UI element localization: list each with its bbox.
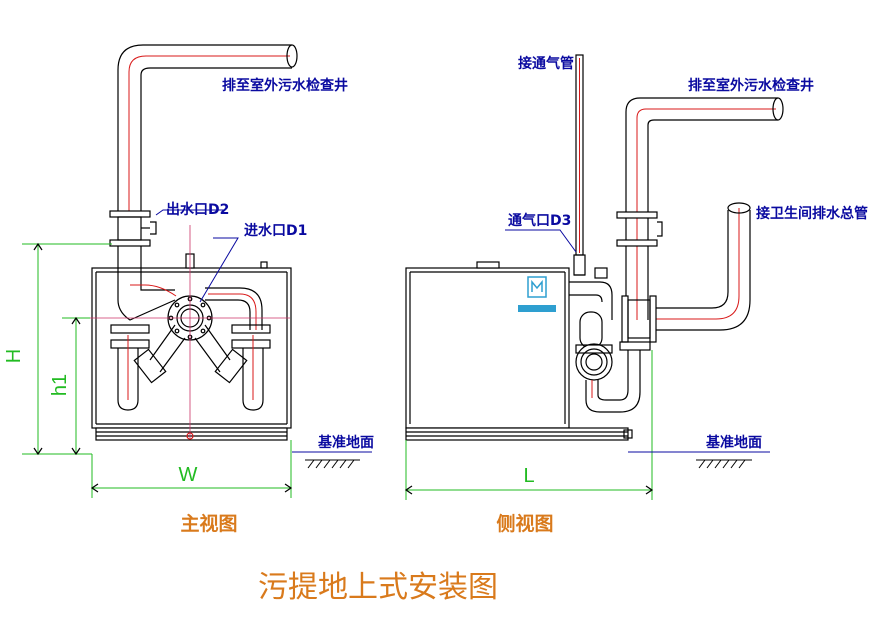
dim-width-label: W (179, 464, 198, 486)
dim-height-label: H (3, 349, 25, 363)
side-outlet-pipe (616, 97, 784, 320)
brand-logo (518, 276, 556, 312)
front-dimension-arrows (33, 242, 293, 493)
side-view-caption: 侧视图 (496, 512, 553, 535)
side-drain-inlet (621, 202, 751, 343)
side-base (405, 427, 629, 441)
side-dimension-arrows (404, 485, 654, 495)
front-view (91, 44, 298, 441)
dim-h1-label: h1 (49, 374, 71, 396)
side-vent-pipe (573, 54, 608, 279)
front-ground (292, 451, 372, 469)
side-pump (569, 281, 651, 413)
side-view (405, 54, 784, 441)
side-leaders (505, 229, 577, 253)
drawing-title: 污提地上式安装图 (258, 570, 498, 605)
front-ground-label: 基准地面 (318, 434, 374, 451)
dim-length-label: L (523, 465, 534, 487)
side-ground (628, 451, 770, 469)
front-inlet-label: 进水口D1 (244, 222, 307, 239)
front-leaders (155, 209, 239, 303)
front-outlet-pipe (109, 44, 298, 268)
side-outlet-top-label: 排至室外污水检查井 (688, 77, 814, 94)
side-main-drain-label: 接卫生间排水总管 (756, 205, 868, 222)
front-centerlines (68, 225, 290, 438)
side-vent-port-label: 通气口D3 (508, 212, 571, 229)
side-vent-pipe-label: 接通气管 (518, 55, 574, 72)
front-base (95, 427, 288, 441)
front-outlet-label: 出水口D2 (166, 201, 229, 218)
front-dimensions (22, 243, 292, 498)
side-tank (405, 267, 570, 429)
side-ground-label: 基准地面 (706, 434, 762, 451)
front-view-caption: 主视图 (180, 512, 237, 535)
front-outlet-top-label: 排至室外污水检查井 (222, 77, 348, 94)
